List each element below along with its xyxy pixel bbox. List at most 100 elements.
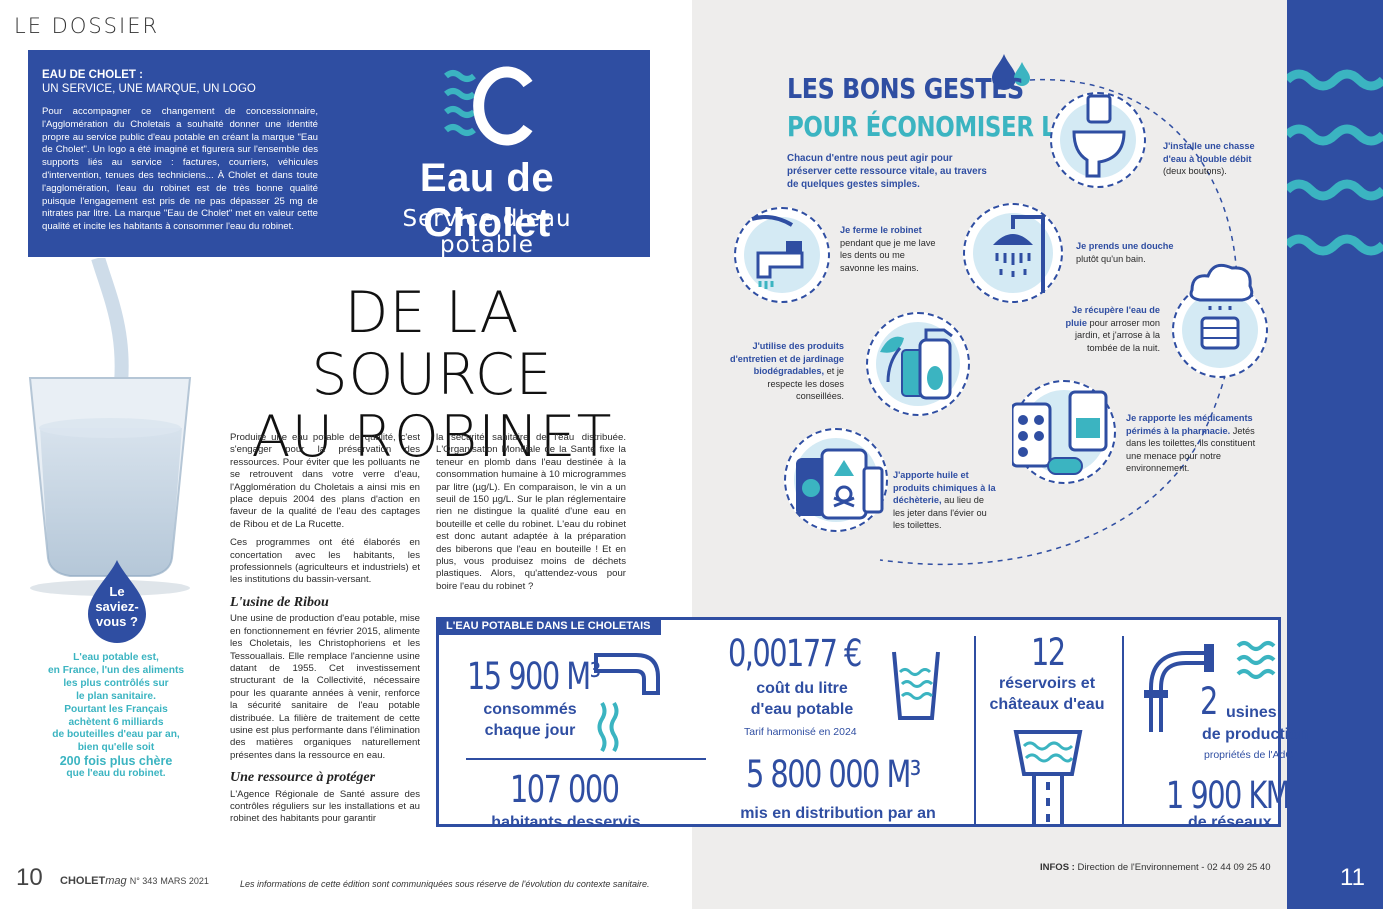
- geste-robinet-text: pendant que je me lave les dents ou me s…: [840, 237, 936, 273]
- geste-produits: J'utilise des produits d'entretien et de…: [724, 340, 844, 403]
- section-label: LE DOSSIER: [14, 14, 160, 38]
- geste-pluie-text: pour arroser mon jardin, et j'arrose à l…: [1075, 317, 1160, 353]
- saviez-line: que l'eau du robinet.: [66, 768, 166, 780]
- cleaning-products-icon: [866, 312, 970, 416]
- article-paragraph: la sécurité sanitaire de l'eau distribué…: [436, 432, 626, 592]
- stat-reservoirs-line2: châteaux d'eau: [989, 696, 1105, 713]
- logo-name: Eau de Cholet: [419, 156, 555, 245]
- article-subheading: Une ressource à protéger: [230, 770, 376, 786]
- bubble-line2: saviez-: [95, 599, 139, 614]
- stat-habitants-label: habitants desservis: [491, 814, 641, 831]
- chemical-bottles-icon: [784, 428, 888, 532]
- article-column-2: la sécurité sanitaire de l'eau distribué…: [436, 432, 626, 593]
- saviez-line: achètent 6 milliards: [68, 716, 164, 728]
- article-column-1: Produire une eau potable de qualité, c'e…: [230, 432, 420, 826]
- article-subheading: L'usine de Ribou: [230, 594, 329, 610]
- stats-panel: [436, 617, 1281, 827]
- medicines-icon: [1012, 380, 1116, 484]
- stat-usines-line1: usines: [1226, 704, 1277, 721]
- geste-produits-text: et je respecte les doses conseillées.: [767, 366, 844, 402]
- geste-douche-text: plutôt qu'un bain.: [1076, 253, 1146, 264]
- article-paragraph: Une usine de production d'eau potable, m…: [230, 613, 420, 761]
- stat-cout-line2: d'eau potable: [750, 701, 854, 718]
- geste-medic-bold: Je rapporte les médicaments périmés à la…: [1126, 413, 1253, 436]
- magazine-info: CHOLETmag N° 343 MARS 2021: [60, 875, 209, 887]
- saviez-vous-bubble: [88, 560, 146, 643]
- stat-reservoirs-line1: réservoirs et: [998, 675, 1096, 692]
- geste-robinet-bold: Je ferme le robinet: [840, 225, 922, 235]
- stats-heading: L'EAU POTABLE DANS LE CHOLETAIS: [436, 617, 661, 635]
- water-glass-illustration: [28, 258, 192, 596]
- stat-consommation-label: consommés chaque jour: [474, 699, 586, 741]
- article-title-line1: DE LA SOURCE: [311, 280, 553, 408]
- geste-robinet: Je ferme le robinet pendant que je me la…: [840, 224, 940, 274]
- stat-consommation-value: 15 900 M³: [467, 655, 601, 698]
- geste-medicaments: Je rapporte les médicaments périmés à la…: [1126, 412, 1258, 475]
- geste-pluie: Je récupère l'eau de pluie pour arroser …: [1058, 304, 1160, 354]
- geste-pluie-bold: Je récupère l'eau de pluie: [1065, 305, 1160, 328]
- article-title: DE LA SOURCE AU ROBINET: [232, 282, 632, 468]
- waves-decoration-icon: [1287, 69, 1383, 256]
- geste-huile: J'apporte huile et produits chimiques à …: [893, 469, 997, 532]
- magazine-name-suffix: mag: [105, 875, 127, 887]
- stat-cout-note: Tarif harmonisé en 2024: [744, 726, 857, 738]
- article-paragraph: Produire une eau potable de qualité, c'e…: [230, 432, 420, 530]
- geste-chasse-text: (deux boutons).: [1163, 166, 1227, 177]
- stat-usines-line2: de production: [1202, 726, 1309, 743]
- infos-label: INFOS :: [1040, 862, 1075, 873]
- tap-icon: [594, 653, 660, 753]
- stats-divider: [974, 636, 976, 826]
- geste-huile-text: au lieu de les jeter dans l'évier ou les…: [893, 495, 987, 531]
- stats-divider: [1122, 636, 1124, 826]
- stat-cout-value: 0,00177 €: [728, 632, 862, 675]
- saviez-vous-label: Le saviez- vous ?: [88, 584, 146, 629]
- water-glass-icon: [892, 651, 940, 720]
- geste-douche: Je prends une douche plutôt qu'un bain.: [1076, 240, 1176, 265]
- rain-barrel-icon: [1172, 263, 1268, 378]
- stat-habitants-value: 107 000: [510, 768, 620, 811]
- intro-title-line1: EAU DE CHOLET :: [42, 69, 143, 81]
- eau-de-cholet-logo: Eau de Cholet Service d'eau potable: [356, 66, 618, 258]
- water-drops-icon: [992, 54, 1030, 90]
- pipe-icon: [1144, 641, 1276, 732]
- stat-reservoirs-label: réservoirs et châteaux d'eau: [982, 673, 1112, 715]
- sanitary-notice: Les informations de cette édition sont c…: [240, 879, 650, 889]
- toilet-icon: [1050, 92, 1146, 188]
- intro-text: Pour accompagner ce changement de conces…: [42, 106, 318, 233]
- water-tower-icon: [1013, 730, 1083, 826]
- logo-subtitle: Service d'eau potable: [402, 206, 572, 258]
- magazine-issue: N° 343: [129, 876, 158, 886]
- stats-divider: [466, 758, 706, 760]
- stat-distribution-value: 5 800 000 M³: [746, 753, 921, 796]
- geste-produits-bold: J'utilise des produits d'entretien et de…: [730, 341, 844, 377]
- magazine-name: CHOLET: [60, 875, 106, 887]
- geste-chasse: J'installe une chasse d'eau à double déb…: [1163, 140, 1271, 178]
- stat-consommation-line1: consommés: [483, 701, 577, 718]
- stat-consommation-line2: chaque jour: [484, 722, 576, 739]
- geste-douche-bold: Je prends une douche: [1076, 241, 1174, 251]
- article-title-line2: AU ROBINET: [251, 404, 613, 470]
- article-paragraph: Ces programmes ont été élaborés en conce…: [230, 537, 420, 586]
- saviez-line: bien qu'elle soit: [77, 742, 155, 754]
- gestes-title-line1: LES BONS GESTES: [787, 72, 1024, 105]
- infos-text: Direction de l'Environnement - 02 44 09 …: [1077, 862, 1271, 873]
- intro-box: [28, 50, 650, 257]
- stat-reseau-label: de réseaux: [1188, 814, 1272, 831]
- page-number-right: 11: [1340, 864, 1365, 891]
- stat-reservoirs-value: 12: [1031, 631, 1066, 674]
- stat-reseau-value: 1 900 KM: [1166, 774, 1291, 817]
- saviez-line: de bouteilles d'eau par an,: [52, 729, 180, 741]
- saviez-line: Pourtant les Français: [64, 703, 168, 715]
- intro-title: EAU DE CHOLET : UN SERVICE, UNE MARQUE, …: [42, 68, 322, 96]
- ec-logo-icon: [444, 66, 533, 146]
- shower-icon: [963, 203, 1063, 303]
- geste-chasse-bold: J'installe une chasse d'eau à double déb…: [1163, 141, 1255, 164]
- stat-usines-note: propriétés de l'AdC: [1204, 749, 1293, 761]
- saviez-line: en France, l'un des aliments: [47, 664, 185, 676]
- saviez-line: les plus contrôlés sur: [63, 677, 169, 689]
- article-paragraph: L'Agence Régionale de Santé assure des c…: [230, 788, 420, 825]
- stat-usines-value: 2: [1200, 680, 1218, 723]
- infos-line: INFOS : Direction de l'Environnement - 0…: [1040, 862, 1270, 873]
- faucet-hand-icon: [734, 207, 830, 303]
- geste-huile-bold: J'apporte huile et produits chimiques à …: [893, 470, 996, 506]
